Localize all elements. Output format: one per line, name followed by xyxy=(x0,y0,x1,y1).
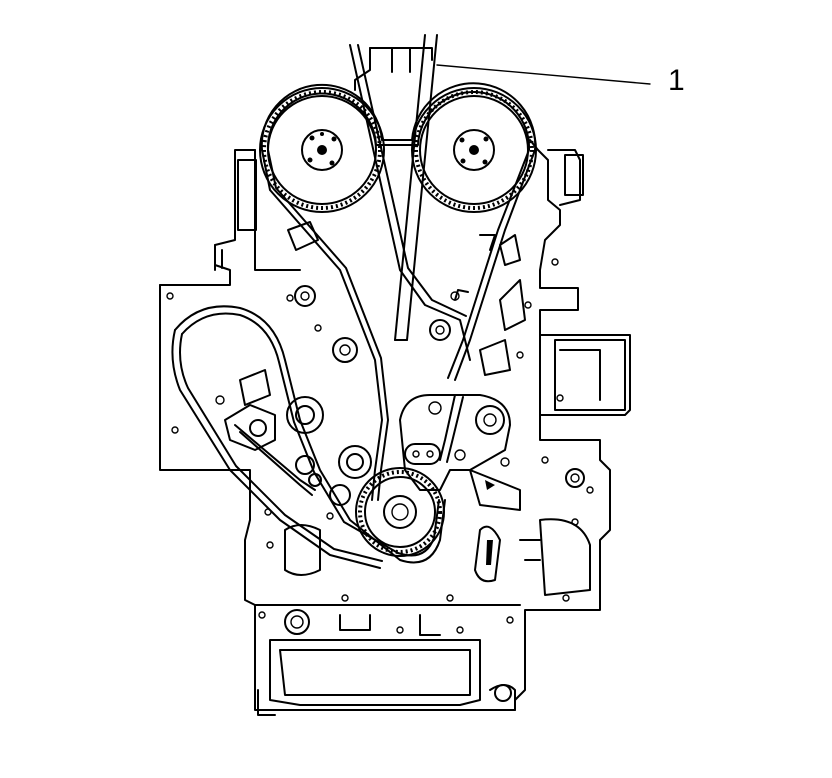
bolts xyxy=(166,258,594,602)
callout-1-leader xyxy=(436,64,651,85)
oil-pan xyxy=(254,604,521,716)
camshaft-sprocket-left xyxy=(259,87,385,213)
tensioner xyxy=(215,294,322,496)
camshaft-locking-tool xyxy=(349,34,471,361)
camshaft-sprocket-right xyxy=(411,87,537,213)
lower-block-detail xyxy=(284,221,591,596)
timing-belt xyxy=(260,82,537,501)
idler-pulleys xyxy=(286,285,505,506)
engine-block xyxy=(159,47,631,711)
crankshaft-sprocket xyxy=(355,467,445,557)
balance-shaft-belt xyxy=(171,305,446,569)
oil-pump-housing xyxy=(399,394,521,511)
callout-label-1: 1 xyxy=(668,64,685,97)
crank-locking-pin xyxy=(439,394,464,463)
